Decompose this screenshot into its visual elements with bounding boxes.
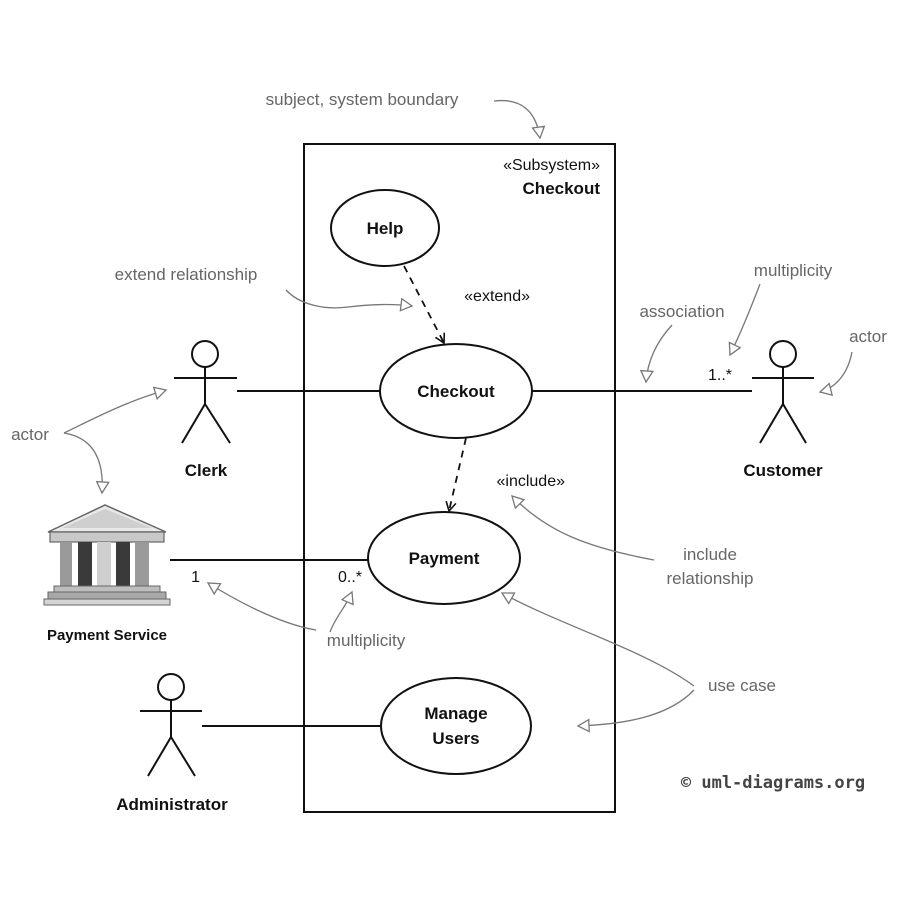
use-case-checkout-label: Checkout: [417, 382, 495, 401]
actor-payment-service[interactable]: Payment Service: [43, 504, 171, 644]
multiplicity-customer: 1..*: [708, 367, 732, 384]
actor-administrator[interactable]: Administrator: [116, 673, 228, 814]
annotation-include-line1: include: [683, 545, 737, 564]
use-case-manage-users[interactable]: Manage Users: [380, 677, 532, 775]
watermark: © uml-diagrams.org: [681, 773, 865, 793]
use-case-help-label: Help: [367, 219, 404, 238]
annotation-actor-left-text: actor: [11, 425, 49, 444]
subsystem-stereotype: «Subsystem»: [503, 157, 600, 174]
administrator-stick-figure-icon: [140, 673, 202, 777]
include-relationship[interactable]: «include»: [445, 437, 566, 513]
annotation-multiplicity-bottom-text: multiplicity: [327, 631, 406, 650]
extend-relationship: «extend»: [403, 265, 530, 345]
use-case-payment-label: Payment: [409, 549, 480, 568]
annotation-actor-right-text: actor: [849, 327, 887, 346]
annotation-multiplicity-bottom: multiplicity: [208, 583, 406, 650]
use-case-manage-users-line2: Users: [432, 729, 479, 748]
use-case-manage-users-line1: Manage: [424, 704, 487, 723]
annotation-include-line2: relationship: [667, 569, 754, 588]
annotation-actor-left: actor: [11, 390, 166, 493]
extend-label: «extend»: [464, 288, 530, 305]
actor-clerk[interactable]: Clerk: [174, 340, 237, 480]
annotation-use-case-text: use case: [708, 676, 776, 695]
clerk-stick-figure-icon: [174, 340, 237, 444]
annotation-association: association: [639, 302, 725, 382]
annotation-include-relationship: include relationship: [512, 496, 753, 588]
include-label: «include»: [497, 473, 566, 490]
actor-payment-service-label: Payment Service: [47, 627, 167, 644]
use-case-payment[interactable]: Payment: [367, 511, 521, 605]
bank-building-icon: [43, 504, 171, 606]
multiplicity-payment: 0..*: [338, 569, 362, 586]
multiplicity-service: 1: [191, 569, 200, 586]
annotation-use-case: use case: [502, 593, 776, 726]
use-case-checkout[interactable]: Checkout: [379, 343, 533, 439]
annotation-multiplicity-top-text: multiplicity: [754, 261, 833, 280]
annotation-subject-boundary-text: subject, system boundary: [266, 90, 459, 109]
actor-customer-label: Customer: [743, 461, 823, 480]
annotation-multiplicity-top: multiplicity: [730, 261, 833, 355]
system-boundary: «Subsystem» Checkout: [303, 143, 616, 813]
actor-clerk-label: Clerk: [185, 461, 228, 480]
subsystem-name: Checkout: [523, 179, 601, 198]
customer-stick-figure-icon: [752, 340, 814, 444]
annotation-extend-relationship: extend relationship: [115, 265, 412, 308]
actor-administrator-label: Administrator: [116, 795, 228, 814]
actor-customer[interactable]: Customer: [743, 340, 823, 480]
annotation-extend-relationship-text: extend relationship: [115, 265, 258, 284]
annotation-association-text: association: [639, 302, 724, 321]
use-case-help[interactable]: Help: [330, 189, 440, 267]
associations: [170, 390, 752, 727]
annotation-actor-right: actor: [820, 327, 887, 392]
annotation-subject-boundary: subject, system boundary: [266, 90, 540, 138]
